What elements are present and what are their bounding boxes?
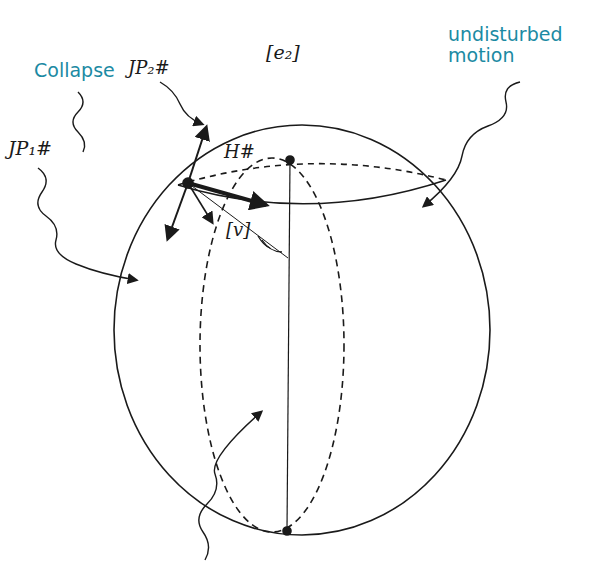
vector-label: [v] (226, 220, 250, 240)
meridian-dashed (200, 158, 344, 532)
angle-arc (258, 236, 270, 248)
vector-label: JP₂# (128, 58, 170, 78)
pole-label: [e₂] (266, 42, 300, 63)
jp2-vector (188, 128, 206, 183)
jp1-vector (168, 183, 188, 238)
leader-line (73, 92, 85, 152)
note-text: undisturbed motion (448, 24, 568, 66)
leader-line (199, 412, 261, 560)
sphere-outline (114, 125, 490, 535)
vector-label: H# (224, 142, 255, 162)
note-text: Collapse (34, 60, 115, 81)
pole-dot (283, 527, 291, 535)
axis-line (287, 160, 290, 530)
leader-line (38, 168, 136, 280)
vector-label: JP₁# (8, 138, 52, 159)
leader-line (160, 82, 202, 124)
leader-line (424, 82, 520, 206)
latitude-back (178, 164, 446, 185)
v-vector (188, 183, 212, 222)
radius-line (188, 183, 288, 258)
pole-dot (286, 156, 294, 164)
